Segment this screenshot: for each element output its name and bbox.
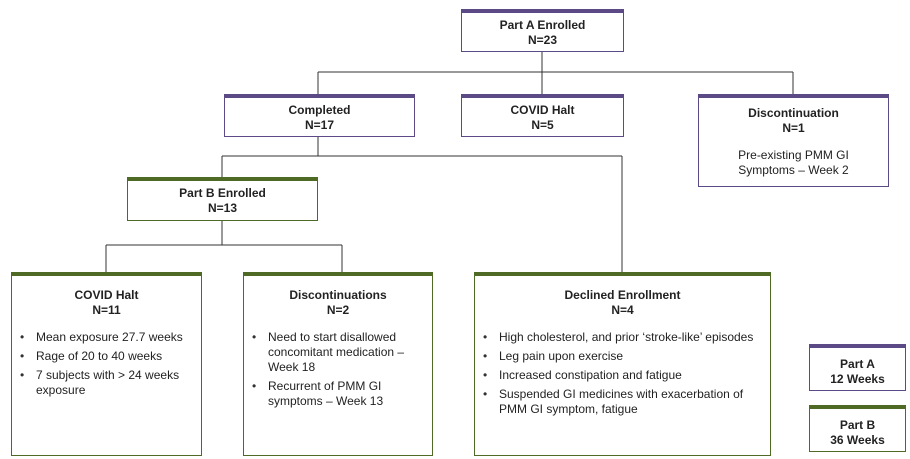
discontinuations-part-b-list: Need to start disallowed concomitant med… [244,330,432,409]
part-b-enrolled-box: Part B Enrolled N=13 [127,177,318,221]
list-item: Need to start disallowed concomitant med… [252,330,422,375]
list-item: Leg pain upon exercise [483,349,758,364]
discontinuations-part-b-count: N=2 [326,303,350,317]
list-item: Mean exposure 27.7 weeks [20,330,187,345]
list-item: High cholesterol, and prior ‘stroke-like… [483,330,758,345]
list-item: Increased constipation and fatigue [483,368,758,383]
completed-title: Completed [288,103,351,117]
declined-enrollment-box: Declined Enrollment N=4 High cholesterol… [474,272,771,456]
discontinuations-part-b-box: Discontinuations N=2 Need to start disal… [243,272,433,456]
legend-part-a-duration: 12 Weeks [830,372,885,386]
covid-halt-part-b-title: COVID Halt [74,288,139,302]
declined-enrollment-title: Declined Enrollment [564,288,681,302]
covid-halt-part-b-count: N=11 [92,303,121,317]
discontinuation-part-a-note-line2: Symptoms – Week 2 [738,163,849,177]
list-item: Rage of 20 to 40 weeks [20,349,187,364]
covid-halt-part-b-box: COVID Halt N=11 Mean exposure 27.7 weeks… [11,272,202,456]
list-item: Recurrent of PMM GI symptoms – Week 13 [252,379,422,409]
legend-part-b-title: Part B [839,418,876,432]
part-a-enrolled-count: N=23 [527,33,558,47]
legend-part-b: Part B 36 Weeks [809,405,906,452]
declined-enrollment-list: High cholesterol, and prior ‘stroke-like… [475,330,770,417]
part-b-enrolled-title: Part B Enrolled [179,186,266,200]
discontinuation-part-a-box: Discontinuation N=1 Pre-existing PMM GI … [698,94,889,187]
list-item: Suspended GI medicines with exacerbation… [483,387,758,417]
discontinuation-part-a-title: Discontinuation [748,106,839,120]
discontinuation-part-a-note-line1: Pre-existing PMM GI [738,148,849,162]
part-b-enrolled-count: N=13 [207,201,238,215]
discontinuation-part-a-count: N=1 [782,121,805,135]
covid-halt-part-a-title: COVID Halt [510,103,575,117]
declined-enrollment-count: N=4 [611,303,634,317]
legend-part-a-title: Part A [840,357,875,371]
list-item: 7 subjects with > 24 weeks exposure [20,368,187,398]
completed-box: Completed N=17 [224,94,415,137]
discontinuations-part-b-title: Discontinuations [289,288,387,302]
completed-count: N=17 [304,118,335,132]
legend-part-a: Part A 12 Weeks [809,344,906,391]
covid-halt-part-a-box: COVID Halt N=5 [461,94,624,137]
part-a-enrolled-box: Part A Enrolled N=23 [461,9,624,52]
covid-halt-part-b-list: Mean exposure 27.7 weeks Rage of 20 to 4… [12,330,201,398]
covid-halt-part-a-count: N=5 [531,118,554,132]
legend-part-b-duration: 36 Weeks [830,433,885,447]
part-a-enrolled-title: Part A Enrolled [499,18,586,32]
